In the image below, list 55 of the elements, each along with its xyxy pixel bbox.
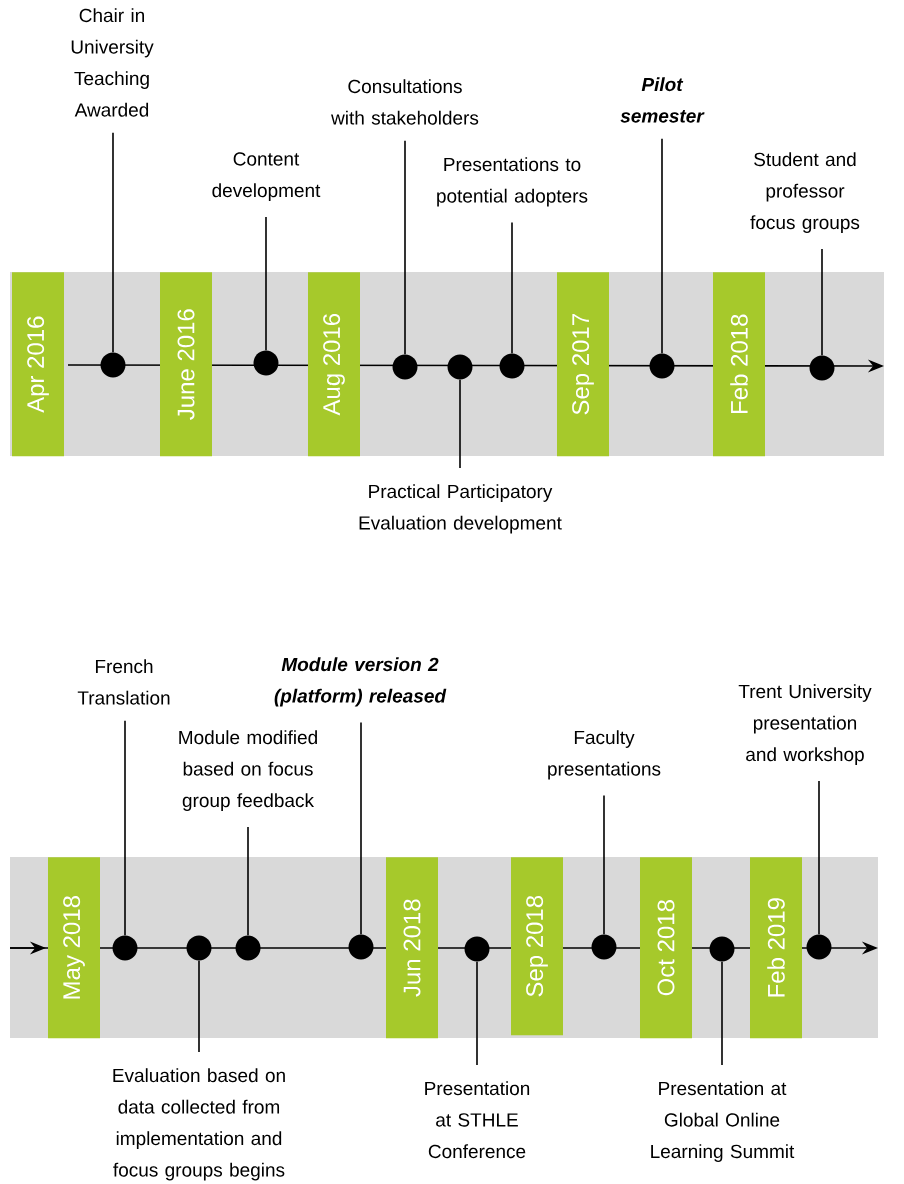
event-label: Content development [212, 152, 321, 201]
timeline-dot [348, 934, 374, 960]
leader-line [821, 248, 823, 357]
timeline-dot [235, 935, 261, 961]
event-label: Module version 2 (platform) released [274, 657, 447, 707]
leader-line [459, 378, 461, 469]
event-label: Evaluation based on data collected from implementation and focus groups begins [113, 1068, 285, 1181]
date-box: Jun 2018 [386, 857, 438, 1039]
date-box: May 2018 [48, 857, 100, 1039]
timeline-dot [464, 936, 490, 962]
event-label: Practical Participatory Evaluation development [359, 484, 562, 534]
date-box: June 2016 [160, 272, 212, 457]
timeline-dot [591, 934, 617, 960]
date-box: Sep 2017 [557, 272, 609, 457]
leader-line [661, 138, 663, 355]
leader-line [818, 780, 820, 936]
timeline-dot [806, 934, 832, 960]
date-box: Sep 2018 [511, 857, 563, 1036]
event-label: Faculty presentations [548, 730, 661, 780]
timeline-dot [112, 935, 138, 961]
timeline-dot [809, 355, 835, 381]
event-label: Presentation at STHLE Conference [425, 1081, 530, 1159]
leader-line [124, 720, 126, 937]
date-box: Feb 2019 [750, 857, 802, 1039]
leader-line [198, 959, 200, 1053]
event-label: Presentation at Global Online Learning Summit [651, 1081, 795, 1162]
leader-line [404, 140, 406, 356]
event-label: Presentations to potential adopters [437, 157, 588, 207]
date-box: Oct 2018 [640, 857, 692, 1039]
timeline-dot [100, 352, 126, 378]
event-label: French Translation [77, 659, 170, 705]
timeline-dot [649, 353, 675, 379]
event-label: Student and professor focus groups [750, 152, 860, 233]
event-label: Pilot semester [620, 77, 705, 123]
timeline-dot [499, 353, 525, 379]
timeline-dot [186, 935, 212, 961]
event-label: Chair in University Teaching Awarded [71, 8, 154, 117]
leader-line [112, 132, 114, 354]
date-box: Feb 2018 [713, 272, 765, 457]
timeline-dot [392, 354, 418, 380]
date-box: Apr 2016 [12, 272, 64, 457]
event-label: Trent University presentation and workshop [738, 684, 872, 765]
timeline-dot [709, 936, 735, 962]
leader-line [265, 216, 267, 352]
event-label: Module modified based on focus group feedback [179, 730, 317, 811]
leader-line [721, 960, 723, 1066]
event-label: Consultations with stakeholders [331, 79, 479, 125]
timeline-dot [447, 354, 473, 380]
leader-line [360, 721, 362, 936]
leader-line [476, 960, 478, 1066]
leader-line [247, 826, 249, 937]
timeline-dot [253, 350, 279, 376]
leader-line [603, 794, 605, 936]
date-box: Aug 2016 [308, 272, 360, 457]
leader-line [511, 221, 513, 355]
